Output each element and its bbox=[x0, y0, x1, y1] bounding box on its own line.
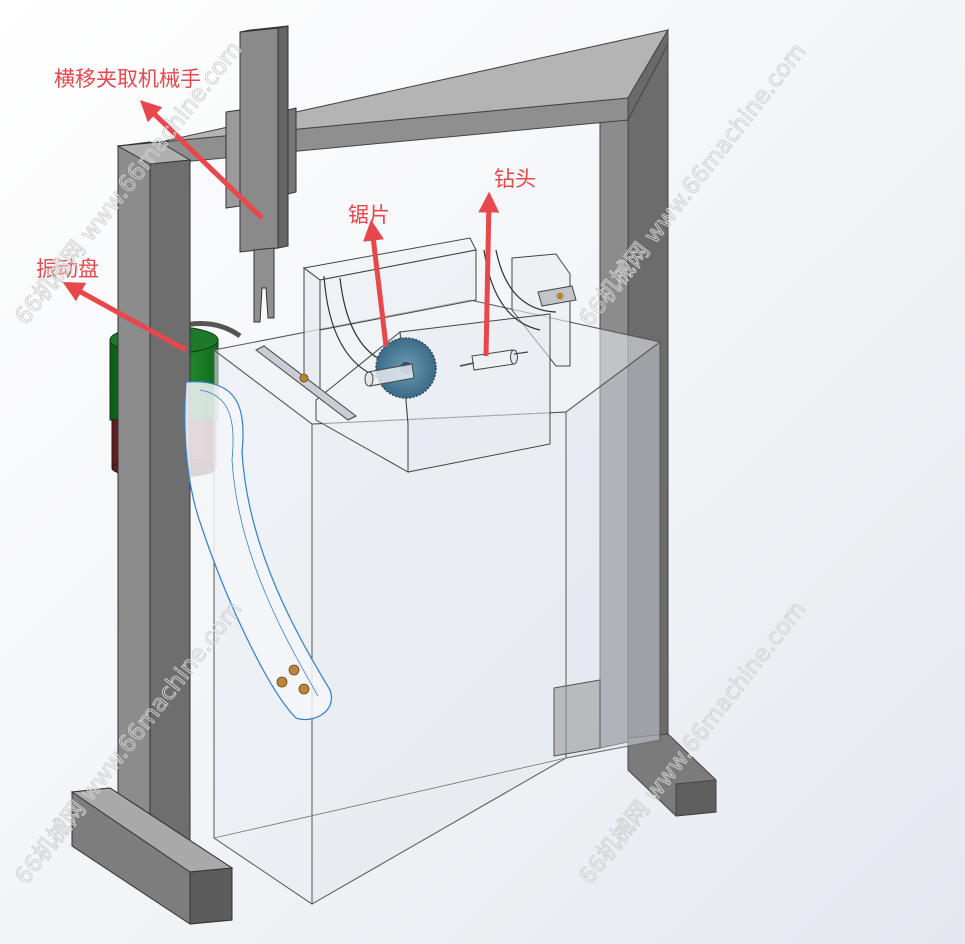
label-vibration-plate: 振动盘 bbox=[36, 257, 99, 281]
arrow-gripper bbox=[139, 100, 264, 220]
arrow-vibration-plate bbox=[62, 281, 188, 353]
gantry-frame bbox=[117, 28, 717, 817]
arrow-drill bbox=[478, 191, 500, 357]
workpieces bbox=[276, 664, 310, 695]
feed-rail bbox=[255, 345, 357, 421]
label-drill: 钻头 bbox=[494, 167, 536, 191]
cutting-station bbox=[255, 237, 577, 473]
gantry-left-column bbox=[70, 141, 234, 925]
label-gripper: 横移夹取机械手 bbox=[54, 67, 201, 91]
arrow-saw-blade bbox=[363, 219, 389, 347]
gripper-fingers bbox=[253, 247, 275, 323]
transverse-gripper bbox=[225, 25, 297, 323]
callout-arrows bbox=[62, 100, 500, 357]
feed-chute bbox=[184, 381, 333, 721]
label-saw-blade: 锯片 bbox=[348, 203, 390, 227]
